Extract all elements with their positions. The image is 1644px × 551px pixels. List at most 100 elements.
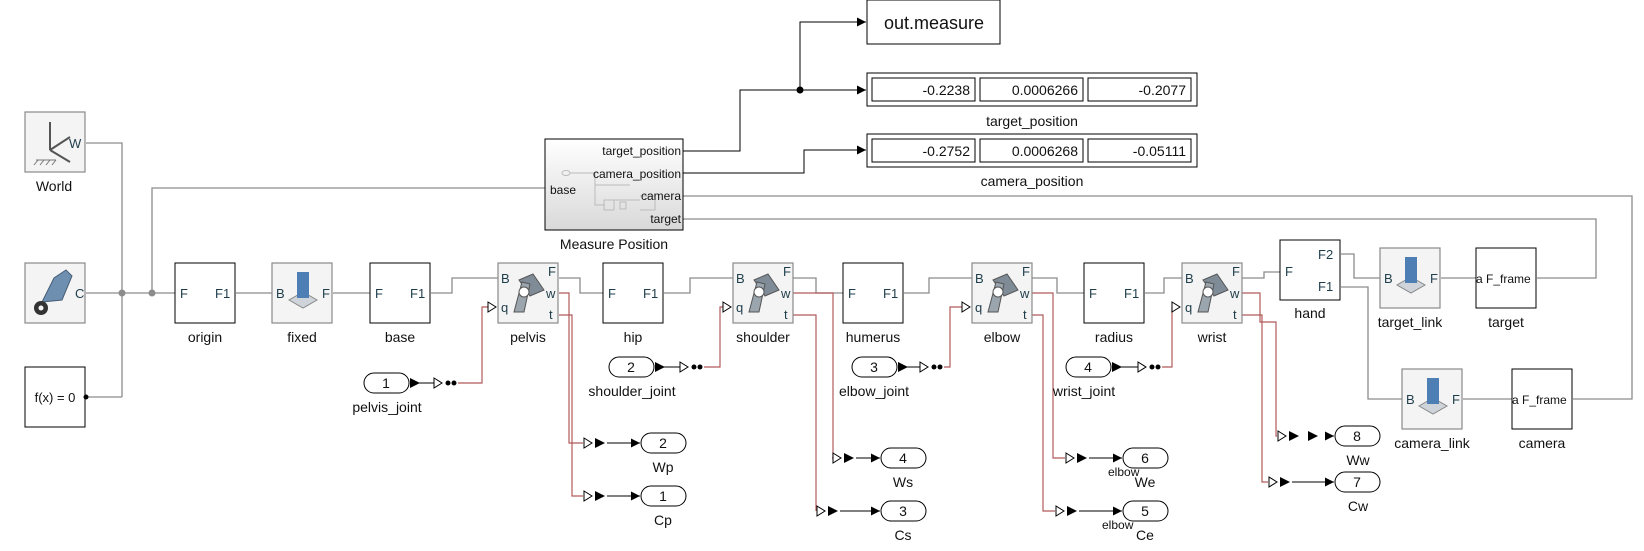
outport-number: 6 [1141,450,1149,466]
solver-configuration-block[interactable]: f(x) = 0 [24,366,89,428]
world-frame-block[interactable]: W [24,111,86,173]
camera-position-label: camera_position [981,173,1084,189]
ground-hatch-icon [33,159,57,166]
inport-number: 2 [627,359,635,375]
frame-text: F_frame [1522,393,1567,407]
port-b: B [276,286,285,301]
solid-body-icon [1427,378,1439,404]
mechanism-configuration-block[interactable]: C [24,262,86,324]
outport-label: Wp [653,459,674,475]
target-link-solid-block[interactable]: B F [1379,247,1441,309]
port-t: t [784,307,788,322]
inport-elbow-joint[interactable]: 3 [851,356,943,378]
world-port-label: W [69,136,82,151]
hip-transform-block[interactable]: F F1 [602,262,664,324]
connection-lines [86,17,1633,516]
to-workspace-block[interactable]: out.measure [866,0,1001,45]
outport-cp[interactable]: 1 [583,485,687,507]
port-q: q [501,300,508,315]
display-value: -0.2077 [1139,82,1187,98]
elbow-joint-block[interactable]: B q F w t [961,262,1033,324]
inport-number: 1 [382,375,390,391]
outport-ww[interactable]: 8 [1277,425,1381,447]
radius-label: radius [1095,329,1133,345]
frame-text: F_frame [1486,272,1531,286]
port-f1: F1 [410,286,425,301]
outport-ws[interactable]: 4 [832,447,927,469]
port-f: F [1452,392,1460,407]
inport-pelvis-joint[interactable]: 1 [363,372,457,394]
target-position-label: target_position [986,113,1078,129]
port-b: B [1406,392,1415,407]
inport-number: 3 [870,359,878,375]
hand-label: hand [1294,305,1325,321]
solver-text: f(x) = 0 [35,390,76,405]
hand-transform-block[interactable]: F F2 F1 [1279,239,1341,301]
display-value: 0.0006268 [1012,143,1078,159]
wrist-joint-block[interactable]: B q F w t [1171,262,1243,324]
outport-we[interactable]: 6 [1065,447,1169,469]
camera-position-display[interactable]: -0.2752 0.0006268 -0.05111 [866,133,1198,168]
outport-label: Ws [893,474,913,490]
port-q: q [1185,300,1192,315]
outport-number: 1 [659,488,667,504]
camera-frame-block[interactable]: a F_frame [1511,368,1573,430]
origin-transform-block[interactable]: F F1 [174,262,236,324]
pelvis-joint-block[interactable]: B q F w t [487,262,559,324]
humerus-transform-block[interactable]: F F1 [842,262,904,324]
port-w: w [780,286,791,301]
world-label: World [36,178,72,194]
port-f1: F1 [883,286,898,301]
inport-wrist-joint[interactable]: 4 [1065,356,1161,378]
solid-body-icon [1405,257,1417,283]
outport-number: 8 [1353,428,1361,444]
port-w: w [1019,286,1030,301]
display-value: -0.05111 [1133,143,1186,159]
robot-arm-icon [41,269,73,303]
axis-y-icon [49,149,71,163]
fixed-solid-block[interactable]: B F [271,262,333,324]
port-f1: F1 [643,286,658,301]
target-frame-block[interactable]: a F_frame [1475,247,1537,309]
inport-label: shoulder_joint [588,383,675,399]
origin-label: origin [188,329,222,345]
port-t: t [1023,307,1027,322]
port-w: w [1229,286,1240,301]
port-f: F [548,264,556,279]
port-b: B [736,271,745,286]
pelvis-label: pelvis [510,329,546,345]
outport-number: 2 [659,435,667,451]
outport-wp[interactable]: 2 [583,432,687,454]
measure-out-port: camera [641,189,681,203]
outport-label: We [1135,474,1156,490]
outport-number: 3 [899,503,907,519]
outport-cw[interactable]: 7 [1268,471,1381,493]
outport-ce[interactable]: 5 [1055,500,1169,522]
inport-shoulder-joint[interactable]: 2 [608,356,703,378]
port-b: B [1185,271,1194,286]
base-transform-block[interactable]: F F1 [369,262,431,324]
outport-cs[interactable]: 3 [816,500,927,522]
port-b: B [1384,271,1393,286]
radius-transform-block[interactable]: F F1 [1083,262,1145,324]
inport-number: 4 [1084,359,1092,375]
measure-position-label: Measure Position [560,236,668,252]
measure-out-port: target [650,212,681,226]
frame-overlay-text: a [1476,272,1483,286]
outport-sublabel: elbow [1102,518,1134,532]
shoulder-label: shoulder [736,329,790,345]
outport-label: Cw [1348,498,1369,514]
solid-body-icon [297,272,309,298]
port-f1: F1 [215,286,230,301]
elbow-label: elbow [984,329,1021,345]
measure-position-subsystem[interactable]: base target_position camera_position cam… [544,138,684,231]
bus-junction [118,289,126,297]
target-position-display[interactable]: -0.2238 0.0006266 -0.2077 [866,72,1198,107]
signal-branch-point [796,86,804,94]
shoulder-joint-block[interactable]: B q F w t [722,262,794,324]
camera-link-solid-block[interactable]: B F [1401,368,1463,430]
display-value: -0.2752 [923,143,971,159]
junction-dots [118,86,804,297]
port-f: F [322,286,330,301]
subsystem-preview-icon [561,170,656,211]
